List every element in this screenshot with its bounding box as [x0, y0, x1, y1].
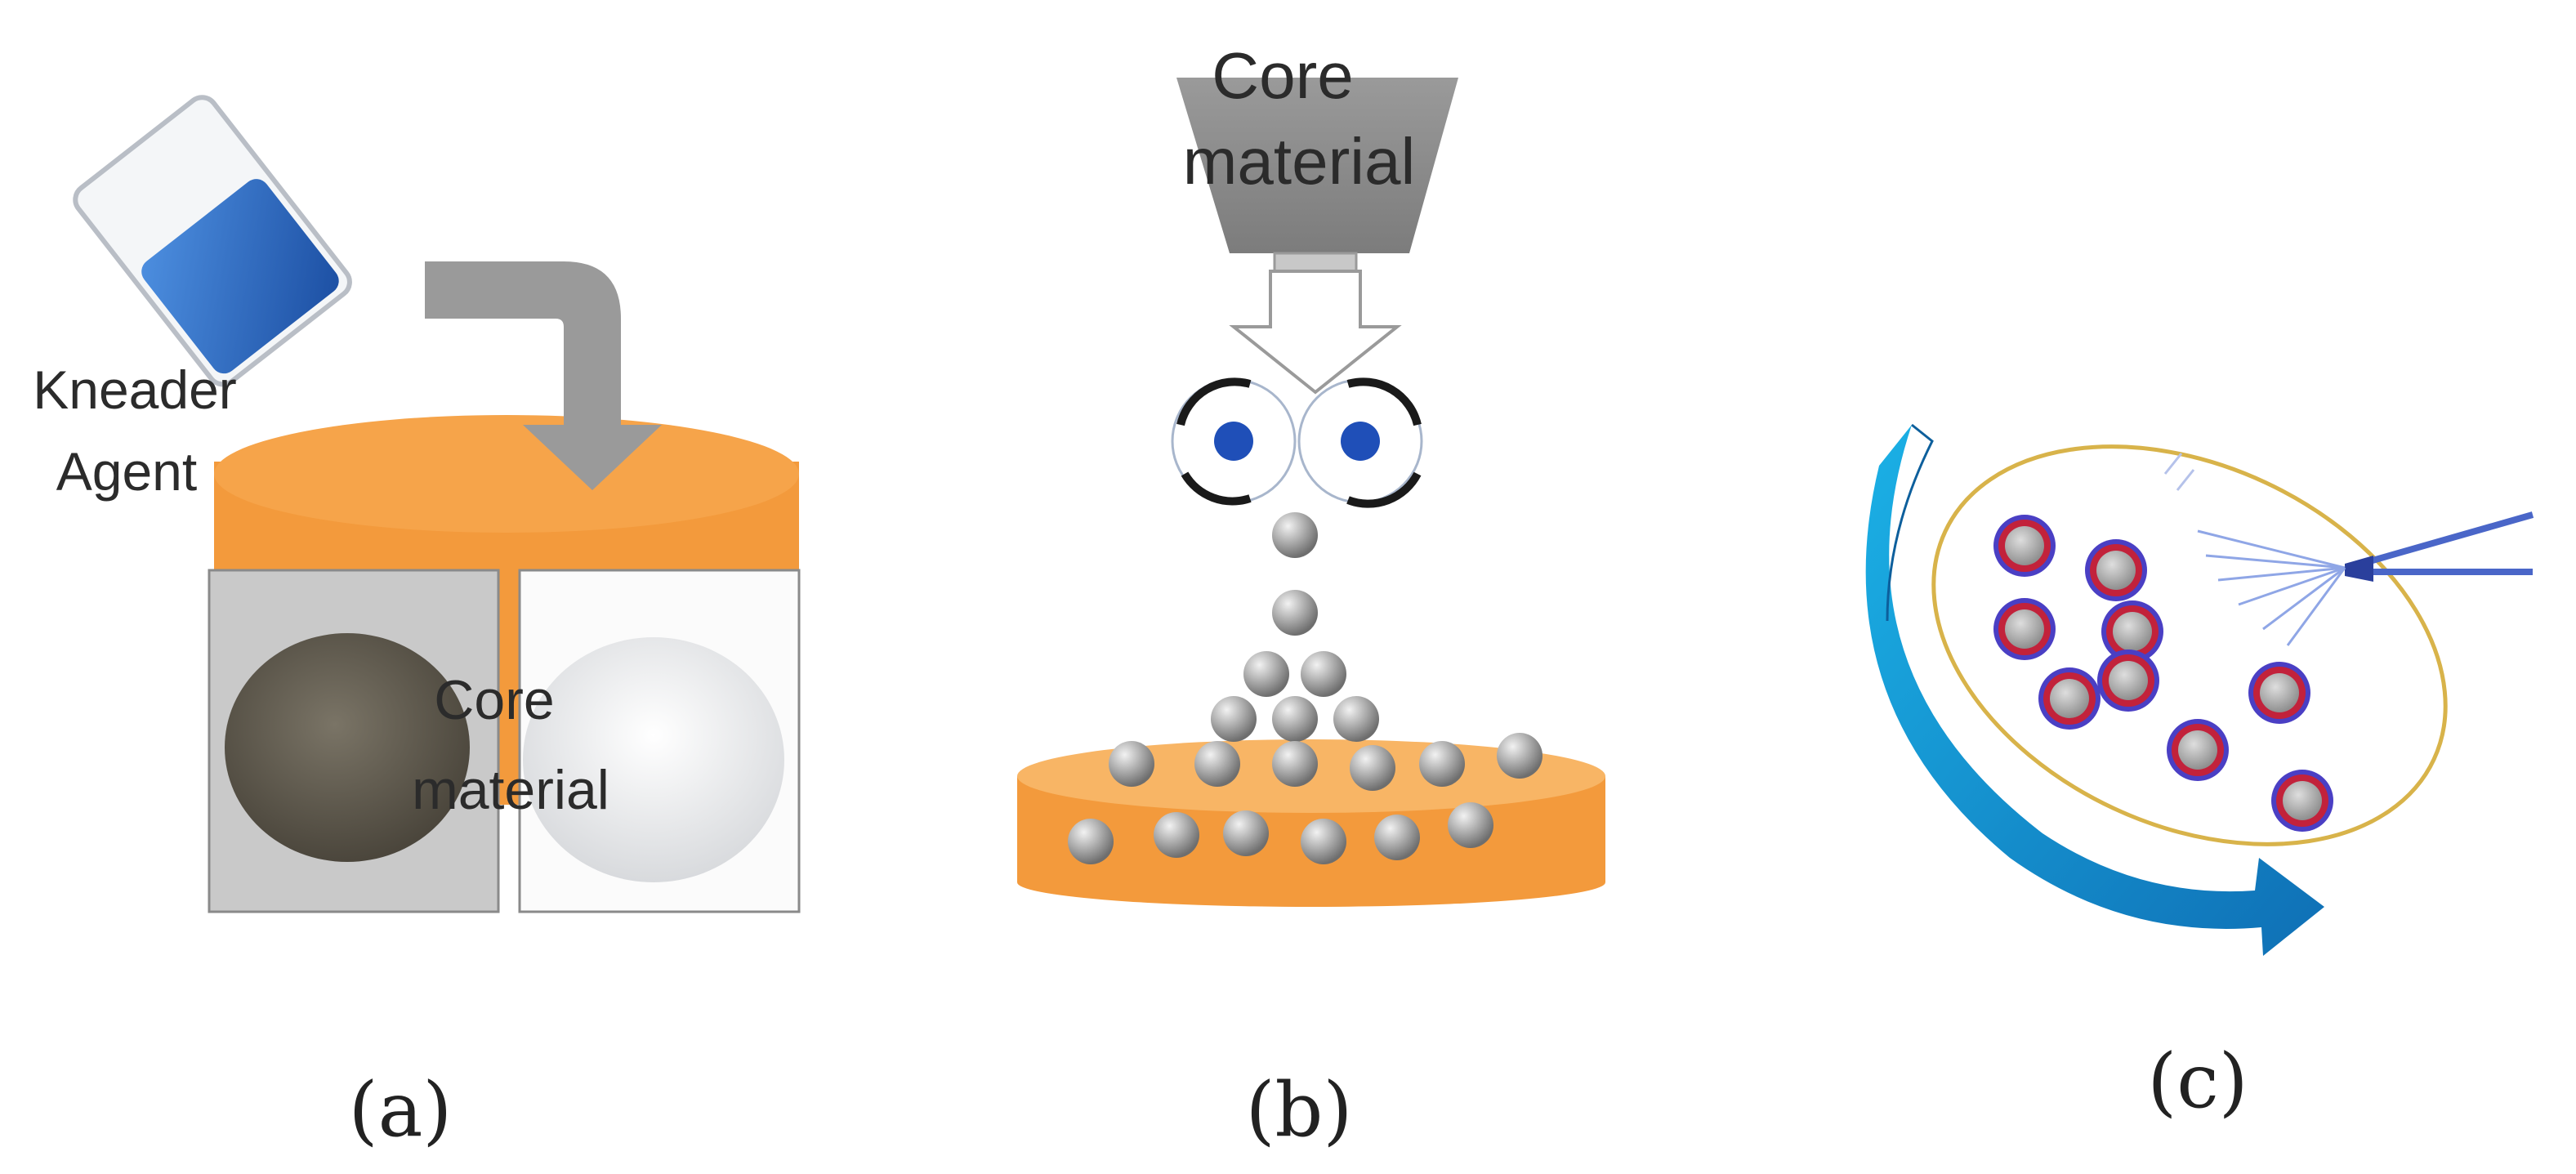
- panel-a: Kneader Agent Core material (a): [33, 95, 801, 1154]
- spray-mist: [2163, 453, 2346, 646]
- powder-photo-dark: [208, 569, 500, 913]
- particles-b: [1068, 512, 1542, 864]
- feed-arrow: [1229, 270, 1402, 395]
- spray-nozzle: [2345, 511, 2534, 582]
- powder-photo-light: [518, 569, 801, 913]
- caption-b: (b): [1246, 1066, 1353, 1154]
- caption-a: (a): [349, 1066, 453, 1154]
- core-label-line2: material: [412, 759, 609, 821]
- hopper-label-line2: material: [1183, 125, 1416, 198]
- beaker: [73, 95, 352, 387]
- beaker-label-line2: Agent: [56, 441, 197, 502]
- coating-dish: [1931, 444, 2448, 846]
- panel-c: (c): [1865, 423, 2534, 1125]
- hopper-label-line1: Core: [1212, 39, 1353, 112]
- rotate-arrow-left-icon: [1176, 377, 1252, 426]
- hopper-neck: [1273, 252, 1358, 273]
- core-label-line1: Core: [434, 669, 554, 731]
- coated-particles: [1993, 515, 2333, 832]
- pour-arrow: [425, 261, 662, 490]
- panel-b: Core material: [1017, 39, 1605, 1154]
- plate-a-top: [214, 415, 799, 533]
- hopper: [1176, 78, 1458, 253]
- rotate-arrow-right-icon: [1346, 377, 1422, 426]
- rotation-arrow: [1865, 425, 2324, 956]
- plate-b-bottom: [1017, 858, 1605, 907]
- roller-right: [1297, 377, 1423, 508]
- roller-left: [1171, 377, 1297, 506]
- beaker-label-line1: Kneader: [33, 359, 237, 420]
- caption-c: (c): [2147, 1038, 2248, 1125]
